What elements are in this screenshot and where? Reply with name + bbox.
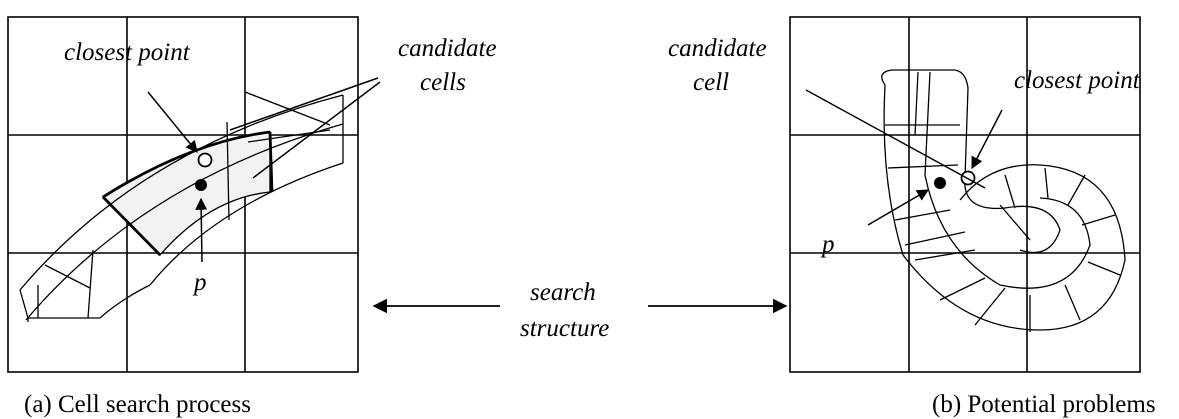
candidate-line-2 [252, 81, 381, 179]
search-grid-b [789, 16, 1141, 373]
candidate-cells-label-2: cells [420, 69, 466, 96]
closest-point-label-a: closest point [64, 39, 191, 66]
closest-point-arrow-b [971, 109, 1003, 170]
structure-label: structure [520, 315, 609, 342]
panel-b: candidate cell closest point p [668, 16, 1141, 373]
caption-a: (a) Cell search process [24, 391, 251, 418]
closest-point-marker-a [197, 152, 213, 168]
p-arrow-a [195, 197, 208, 263]
panel-a: closest point candidate cells p [7, 16, 497, 373]
candidate-cell-label-2: cell [693, 69, 729, 96]
caption-b: (b) Potential problems [932, 391, 1156, 418]
closest-point-arrow-a [147, 91, 198, 153]
point-p-marker-b [934, 177, 946, 189]
closest-point-label-b: closest point [1014, 67, 1141, 94]
candidate-cells-label-1: candidate [398, 35, 497, 62]
search-structure-group: search structure [372, 279, 788, 342]
p-arrow-b [867, 189, 930, 226]
candidate-cell-line-b [805, 89, 986, 189]
p-label-a: p [192, 269, 207, 296]
mesh-a [19, 91, 344, 322]
candidate-cell-label-1: candidate [668, 35, 767, 62]
point-p-marker-a [195, 179, 207, 191]
candidate-line-1 [229, 77, 379, 131]
search-label: search [530, 279, 596, 306]
mesh-b [881, 69, 1126, 332]
p-label-b: p [820, 231, 835, 258]
